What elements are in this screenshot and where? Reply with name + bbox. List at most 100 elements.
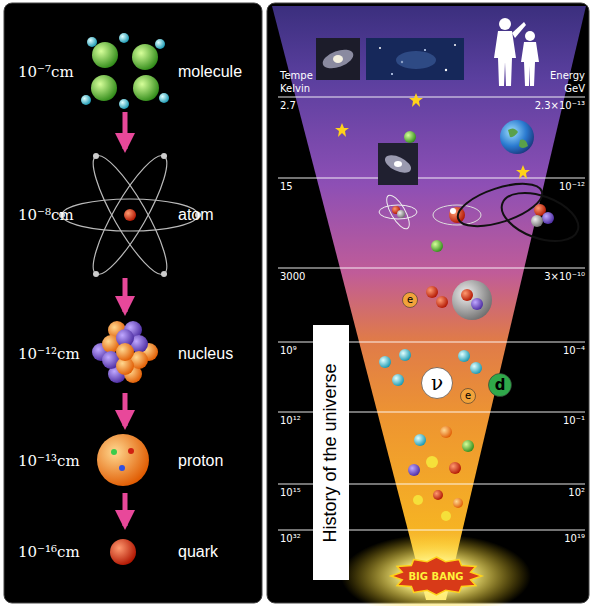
hot-plasma — [436, 296, 448, 308]
earth — [500, 120, 534, 154]
people-silhouettes — [494, 31, 516, 86]
scale-arrow — [123, 112, 128, 149]
scale-arrow — [123, 493, 128, 526]
hot-plasma — [461, 289, 473, 301]
hot-plasma — [441, 511, 451, 521]
hot-plasma — [449, 462, 461, 474]
galaxy-photos — [378, 143, 418, 185]
hot-plasma — [440, 426, 452, 438]
molecule-picture — [81, 95, 91, 105]
hot-plasma — [379, 280, 492, 521]
atom-picture — [62, 199, 198, 231]
galaxy-photos — [394, 161, 402, 167]
scale-arrow — [123, 278, 128, 312]
energy-label: GeV — [564, 83, 585, 95]
big-bang-burst: BIG BANG — [390, 556, 483, 596]
molecule-picture — [81, 33, 169, 109]
people-silhouettes — [521, 42, 539, 86]
hot-plasma — [399, 349, 411, 361]
timeline-title: History of the universe — [321, 363, 341, 542]
neutrinos — [404, 131, 443, 252]
universe-panel — [267, 3, 589, 603]
hot-plasma — [458, 350, 470, 362]
proton-picture — [97, 434, 149, 486]
scale-label: 10⁻¹²cm — [18, 346, 80, 363]
big-bang-label: BIG BANG — [409, 571, 464, 582]
atom-picture — [82, 148, 178, 282]
nucleus-picture — [116, 343, 134, 361]
energy-label: 10² — [568, 487, 585, 499]
ball-shape — [489, 374, 512, 397]
epoch-lines — [278, 177, 585, 178]
particle-label: e — [465, 391, 471, 401]
stars — [516, 165, 530, 179]
temperature-label: 10¹⁵ — [280, 487, 301, 499]
hot-plasma — [433, 490, 443, 500]
molecule-picture — [155, 39, 165, 49]
earth — [508, 128, 518, 137]
universe-panel — [341, 534, 531, 606]
quark-picture — [110, 539, 136, 565]
hot-plasma — [408, 464, 420, 476]
scale-level: 10⁻⁸cmatom — [12, 155, 252, 275]
scale-label: 10⁻⁸cm — [18, 207, 74, 224]
atoms — [542, 212, 554, 224]
level-name: molecule — [178, 63, 242, 81]
energy-label: 2.3×10⁻¹³ — [535, 100, 585, 112]
particle-label: e — [407, 295, 413, 305]
neutrinos — [404, 131, 416, 143]
atom-picture — [93, 271, 99, 277]
proton-picture — [97, 434, 149, 486]
people-silhouettes — [499, 18, 511, 30]
molecule-picture — [132, 44, 158, 70]
galaxy-photos — [396, 51, 436, 69]
ball-shape — [422, 368, 453, 399]
atom-picture — [82, 148, 178, 282]
atoms — [495, 184, 585, 251]
neutrino-ball: ν — [421, 367, 453, 399]
scale-label: 10⁻⁷cm — [18, 64, 74, 81]
galaxy-photos — [366, 38, 464, 80]
molecule-picture — [119, 33, 129, 43]
scale-label: 10⁻¹⁶cm — [18, 544, 80, 561]
temperature-label: Tempe — [280, 70, 313, 82]
energy-label: 10⁻¹ — [563, 415, 585, 427]
energy-label: 10⁻⁴ — [563, 345, 585, 357]
scale-level: 10⁻¹²cmnucleus — [12, 318, 252, 390]
galaxy-photos — [316, 38, 464, 185]
galaxy-photos — [333, 55, 343, 63]
hot-plasma — [462, 440, 474, 452]
deuteron-ball: d — [488, 373, 512, 397]
atoms — [453, 175, 547, 235]
galaxy-photos — [424, 49, 426, 51]
particle-ball: e — [460, 388, 476, 404]
ball-shape — [403, 293, 418, 308]
scale-panel — [4, 3, 262, 603]
hot-plasma — [379, 356, 391, 368]
energy-label: 10⁻¹² — [559, 181, 585, 193]
atom-picture — [161, 153, 167, 159]
universe-panel — [267, 3, 589, 606]
temperature-label: Kelvin — [280, 83, 310, 95]
stars — [409, 93, 423, 107]
hot-plasma — [414, 434, 426, 446]
particle-ball: e — [402, 292, 418, 308]
hot-plasma — [471, 298, 483, 310]
atoms — [379, 205, 417, 219]
temperature-label: 10¹² — [280, 415, 301, 427]
earth — [500, 120, 534, 154]
proton-picture — [111, 449, 117, 455]
energy-label: 3×10⁻¹⁰ — [544, 271, 585, 283]
stars — [335, 123, 349, 137]
people-silhouettes — [494, 18, 539, 86]
proton-picture — [128, 448, 134, 454]
proton-picture — [119, 465, 125, 471]
hot-plasma — [452, 280, 492, 320]
molecule-picture — [91, 75, 117, 101]
galaxy-photos — [379, 47, 381, 49]
molecule-picture — [87, 37, 97, 47]
universe-panel — [272, 6, 586, 600]
temperature-label: 10⁹ — [280, 345, 297, 357]
molecule-picture — [92, 42, 118, 68]
